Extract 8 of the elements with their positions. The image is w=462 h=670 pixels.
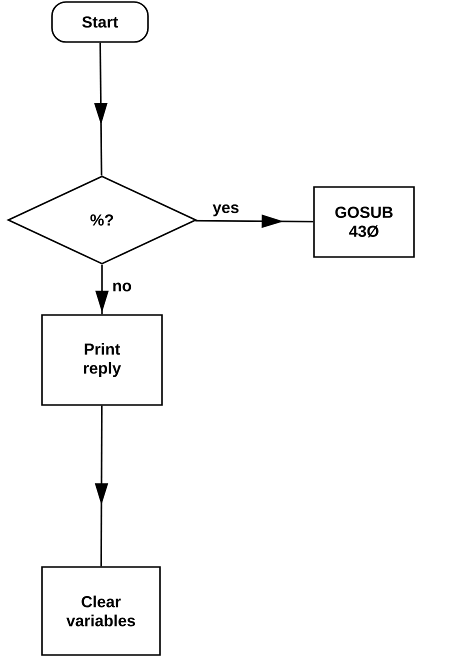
arrow [94, 42, 108, 176]
arrow [195, 214, 314, 228]
terminal-box: Start [51, 1, 149, 43]
edge-label: no [113, 282, 132, 292]
process-box: Print reply [41, 314, 163, 406]
edge-label: yes [212, 204, 239, 216]
process-box: Clear variables [41, 566, 161, 656]
process-box: GOSUB 43Ø [313, 186, 415, 258]
